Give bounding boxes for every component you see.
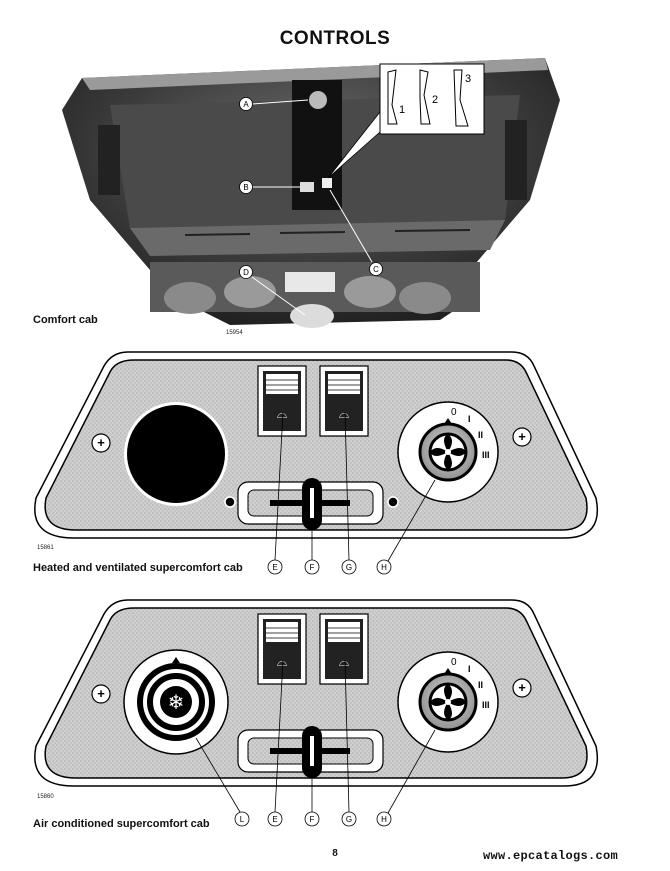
aircon-callout-e: E bbox=[267, 659, 284, 827]
heated-callout-h: H bbox=[376, 479, 436, 575]
svg-text:+: + bbox=[518, 680, 526, 695]
heated-fan-speed-1: I bbox=[468, 414, 471, 424]
svg-text:⌓: ⌓ bbox=[339, 407, 349, 422]
page-number: 8 bbox=[332, 848, 338, 859]
aircon-fan-speed-0: 0 bbox=[451, 657, 457, 668]
svg-text:F: F bbox=[310, 563, 315, 572]
caption-heated-ventilated: Heated and ventilated supercomfort cab bbox=[33, 562, 243, 574]
caption-air-conditioned: Air conditioned supercomfort cab bbox=[33, 818, 210, 830]
comfort-cab-photo bbox=[62, 58, 560, 328]
svg-text:❄: ❄ bbox=[168, 690, 185, 714]
air-conditioned-panel: + + ❄ ⌓ ⌓ bbox=[34, 599, 598, 787]
callout-b: B bbox=[239, 180, 300, 194]
svg-text:E: E bbox=[272, 563, 277, 572]
aircon-callout-g: G bbox=[341, 659, 357, 827]
aircon-fan-speed-2: II bbox=[478, 680, 483, 690]
svg-text:E: E bbox=[272, 815, 277, 824]
inset-position-3: 3 bbox=[465, 73, 471, 85]
heated-fan-speed-2: II bbox=[478, 430, 483, 440]
inset-position-1: 1 bbox=[399, 104, 405, 116]
aircon-callout-f: F bbox=[304, 778, 320, 827]
heated-callout-g: G bbox=[341, 411, 357, 575]
svg-text:B: B bbox=[243, 183, 248, 192]
svg-text:H: H bbox=[381, 563, 387, 572]
figure-number-15861: 15861 bbox=[37, 545, 54, 551]
svg-text:+: + bbox=[97, 435, 105, 450]
figure-number-15860: 15860 bbox=[37, 794, 54, 800]
heated-fan-speed-3: III bbox=[482, 450, 490, 460]
page-title: CONTROLS bbox=[279, 28, 391, 49]
aircon-fan-speed-3: III bbox=[482, 700, 490, 710]
svg-text:D: D bbox=[243, 268, 249, 277]
figure-number-15954: 15954 bbox=[226, 330, 243, 336]
svg-text:L: L bbox=[240, 815, 245, 824]
svg-text:+: + bbox=[518, 429, 526, 444]
svg-text:G: G bbox=[346, 563, 352, 572]
heated-fan-speed-0: 0 bbox=[451, 407, 457, 418]
svg-text:H: H bbox=[381, 815, 387, 824]
heated-ventilated-panel: + + ⌓ ⌓ bbox=[34, 351, 598, 539]
svg-text:+: + bbox=[97, 686, 105, 701]
inset-position-2: 2 bbox=[432, 94, 438, 106]
callout-a: A bbox=[239, 97, 309, 111]
svg-text:⌓: ⌓ bbox=[339, 655, 349, 670]
aircon-fan-speed-1: I bbox=[468, 664, 471, 674]
aircon-callout-h: H bbox=[376, 729, 436, 827]
heated-callout-e: E bbox=[267, 411, 284, 575]
svg-text:⌓: ⌓ bbox=[277, 655, 287, 670]
aircon-callout-l: L bbox=[195, 737, 250, 827]
caption-comfort-cab: Comfort cab bbox=[33, 314, 98, 326]
callout-d: D bbox=[239, 265, 306, 316]
svg-text:F: F bbox=[310, 815, 315, 824]
svg-text:G: G bbox=[346, 815, 352, 824]
svg-text:A: A bbox=[243, 100, 249, 109]
svg-text:C: C bbox=[373, 265, 379, 274]
svg-text:⌓: ⌓ bbox=[277, 407, 287, 422]
watermark: www.epcatalogs.com bbox=[482, 849, 618, 863]
callout-c: C bbox=[329, 189, 383, 276]
heated-callout-f: F bbox=[304, 530, 320, 575]
